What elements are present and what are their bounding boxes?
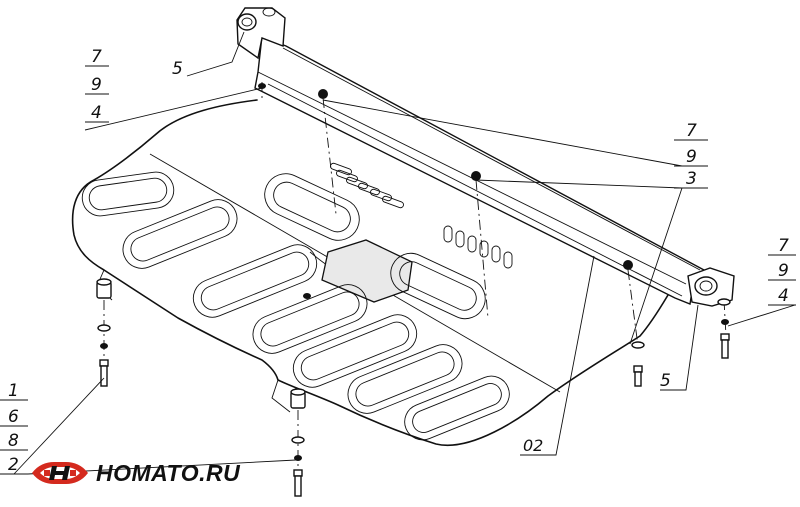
callout-bottom-left-2: 2 (8, 455, 19, 475)
winged-h-emblem-icon (32, 462, 88, 484)
leaders (0, 31, 796, 475)
callout-top-left-4: 4 (91, 103, 102, 123)
callout-bottom-left-6: 6 (8, 407, 19, 427)
callout-right-9: 9 (778, 261, 789, 281)
relief-6 (390, 252, 486, 320)
beam-hole-2 (471, 171, 481, 181)
skid-plate (71, 99, 669, 446)
callout-top-right-3: 3 (686, 169, 697, 189)
bolt-right-bracket (717, 298, 731, 359)
callout-right-7: 7 (778, 236, 789, 256)
callout-bracket-top-5: 5 (172, 59, 183, 79)
callout-top-left-9: 9 (91, 75, 102, 95)
callout-bottom-left-8: 8 (8, 431, 19, 451)
homato-logo: HOMATO.RU (30, 456, 240, 490)
callout-top-left-7: 7 (91, 47, 102, 67)
callout-bottom-left-1: 1 (8, 381, 19, 401)
callout-bracket-right-5: 5 (660, 371, 671, 391)
relief-5 (252, 284, 368, 354)
bolt-middle-front (290, 388, 306, 497)
relief-4 (192, 244, 318, 318)
vent-slots-lower (443, 225, 513, 269)
callout-plate-02: 02 (523, 436, 543, 455)
relief-2 (122, 199, 238, 269)
plate-hole (303, 293, 311, 299)
callout-top-right-7: 7 (686, 121, 697, 141)
relief-8 (347, 344, 463, 414)
beam-hole-1 (318, 89, 328, 99)
plate-reliefs (81, 171, 510, 441)
bolt-left-front (96, 278, 112, 387)
relief-9 (404, 375, 510, 441)
beam-hole-3 (623, 260, 633, 270)
fasteners (96, 83, 731, 497)
logo-text[interactable]: HOMATO.RU (96, 459, 241, 486)
callout-right-4: 4 (778, 286, 789, 306)
vent-slots-upper (330, 162, 404, 209)
callout-labels: 7 9 4 7 9 3 7 9 4 1 6 8 2 5 5 02 (8, 47, 789, 475)
callout-top-right-9: 9 (686, 147, 697, 167)
relief-1 (81, 171, 175, 217)
relief-3 (264, 173, 360, 241)
cross-member (236, 7, 735, 307)
relief-7 (292, 314, 418, 388)
bolt-under-beam (631, 341, 645, 387)
